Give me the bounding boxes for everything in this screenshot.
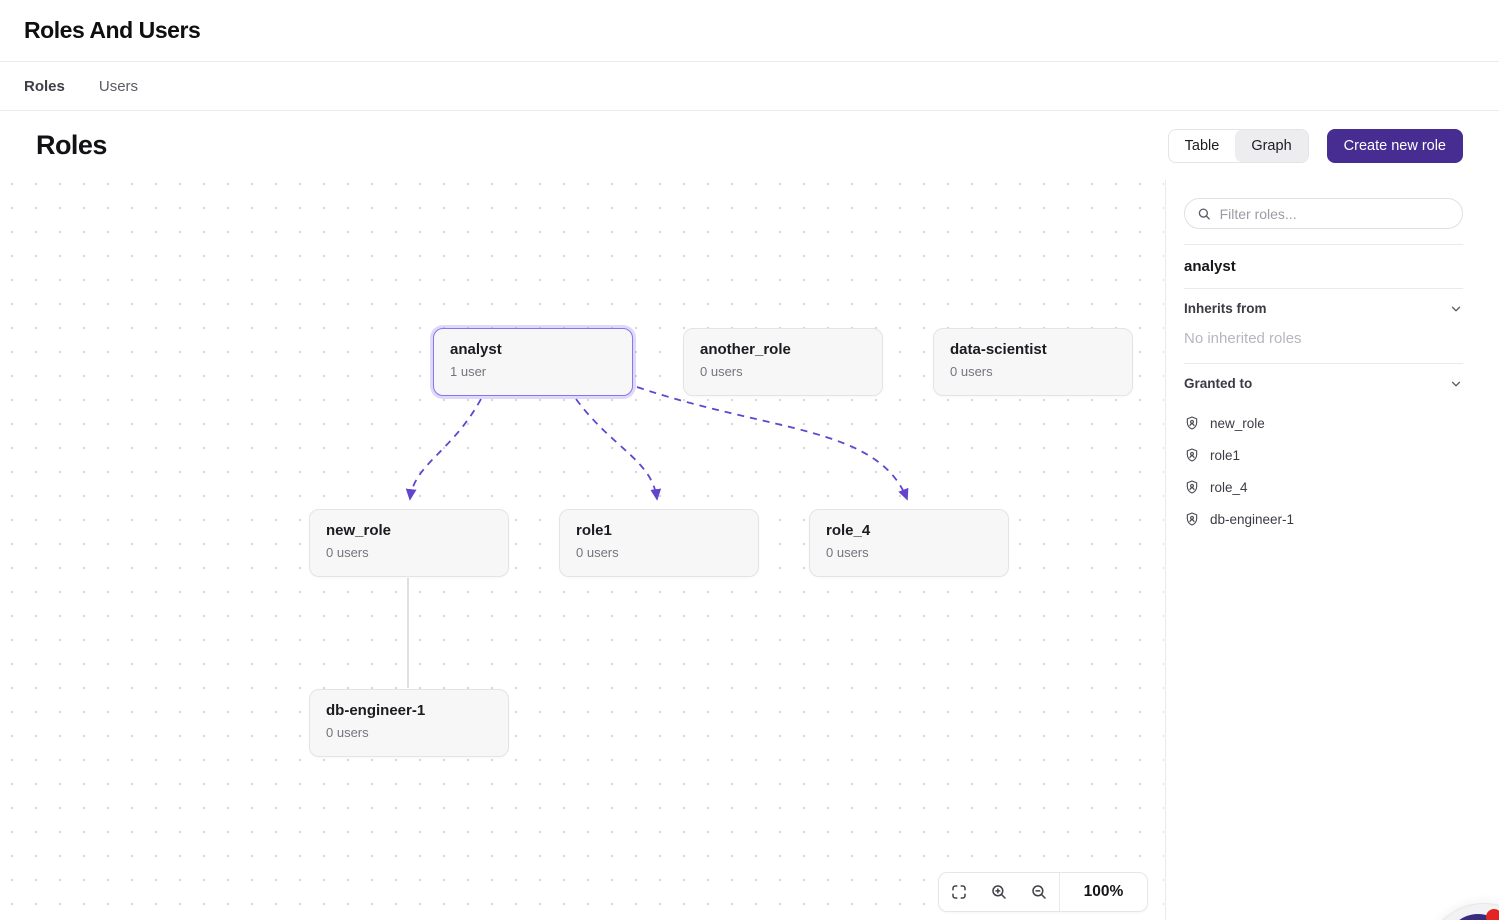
chevron-down-icon <box>1451 381 1461 386</box>
filter-section <box>1184 180 1463 245</box>
notification-dot <box>1486 909 1499 920</box>
search-icon <box>1198 207 1210 220</box>
granted-role-label: role_4 <box>1210 479 1248 495</box>
page-title: Roles <box>36 130 107 160</box>
shield-user-icon <box>1186 480 1198 494</box>
node-user-count: 0 users <box>950 364 993 379</box>
chevron-down-icon <box>1451 306 1461 311</box>
granted-to-header[interactable]: Granted to <box>1184 364 1463 401</box>
granted-role-label: role1 <box>1210 447 1241 463</box>
inherits-from-header[interactable]: Inherits from <box>1184 289 1463 326</box>
section-divider <box>1184 363 1463 364</box>
zoom-out-icon <box>1032 885 1046 899</box>
granted-role-item-role1[interactable]: role1 <box>1184 439 1463 471</box>
inherits-from-title: Inherits from <box>1184 301 1267 316</box>
graph-node-role_4[interactable]: role_4 0 users <box>809 509 1009 577</box>
shield-user-icon <box>1186 512 1198 526</box>
node-user-count: 1 user <box>450 364 487 379</box>
shield-user-icon <box>1186 448 1198 462</box>
tab-roles[interactable]: Roles <box>24 77 65 95</box>
no-inherited-roles-text: No inherited roles <box>1184 330 1302 347</box>
top-nav: Roles Users <box>0 62 1499 111</box>
filter-roles-input[interactable] <box>1219 205 1450 222</box>
app-title: Roles And Users <box>24 17 201 43</box>
zoom-in-icon <box>992 885 1006 899</box>
toolbar-actions: Table Graph Create new role <box>1167 128 1463 163</box>
create-new-role-button[interactable]: Create new role <box>1326 128 1463 163</box>
graph-node-new_role[interactable]: new_role 0 users <box>309 509 509 577</box>
graph-node-data-scientist[interactable]: data-scientist 0 users <box>933 328 1133 396</box>
node-title: db-engineer-1 <box>326 702 426 719</box>
granted-roles-list: new_role role1 role_4 db-engineer-1 <box>1184 401 1463 535</box>
help-widget-button[interactable] <box>1446 914 1499 920</box>
role-details-sidebar: analyst Inherits from No inherited roles… <box>1165 180 1499 920</box>
zoom-in-button[interactable] <box>979 873 1019 911</box>
toolbar: Roles Table Graph Create new role <box>0 111 1499 180</box>
edge-analyst-to-role1 <box>575 398 662 501</box>
node-title: role_4 <box>826 522 871 539</box>
inherits-from-section: Inherits from No inherited roles <box>1184 289 1463 363</box>
granted-role-item-db-engineer-1[interactable]: db-engineer-1 <box>1184 503 1463 535</box>
node-user-count: 0 users <box>576 545 619 560</box>
view-toggle: Table Graph <box>1167 128 1309 163</box>
granted-role-label: new_role <box>1210 415 1265 431</box>
edge-analyst-to-role_4 <box>636 386 909 501</box>
selected-role-name: analyst <box>1184 258 1236 275</box>
graph-node-db-engineer-1[interactable]: db-engineer-1 0 users <box>309 689 509 757</box>
granted-role-item-new_role[interactable]: new_role <box>1184 407 1463 439</box>
zoom-out-button[interactable] <box>1019 873 1059 911</box>
fit-view-icon <box>952 885 966 899</box>
granted-role-label: db-engineer-1 <box>1210 511 1295 527</box>
node-user-count: 0 users <box>326 545 369 560</box>
view-toggle-graph[interactable]: Graph <box>1235 129 1308 162</box>
fit-view-button[interactable] <box>939 873 979 911</box>
node-title: analyst <box>450 341 502 358</box>
graph-edges <box>405 386 909 688</box>
node-user-count: 0 users <box>326 725 369 740</box>
graph-node-analyst[interactable]: analyst 1 user <box>433 328 633 396</box>
node-user-count: 0 users <box>700 364 743 379</box>
tab-users[interactable]: Users <box>98 77 139 95</box>
filter-roles-box[interactable] <box>1184 198 1463 229</box>
zoom-panel-divider <box>1059 873 1060 911</box>
shield-user-icon <box>1186 416 1198 430</box>
node-user-count: 0 users <box>826 545 869 560</box>
node-title: role1 <box>576 522 612 539</box>
app-header: Roles And Users <box>0 0 1499 62</box>
node-title: new_role <box>326 522 392 539</box>
edge-analyst-to-new_role <box>405 398 482 501</box>
graph-node-another_role[interactable]: another_role 0 users <box>683 328 883 396</box>
node-title: another_role <box>700 341 791 358</box>
view-toggle-table[interactable]: Table <box>1168 129 1236 162</box>
node-title: data-scientist <box>950 341 1047 358</box>
graph-node-role1[interactable]: role1 0 users <box>559 509 759 577</box>
granted-to-title: Granted to <box>1184 376 1253 391</box>
granted-role-item-role_4[interactable]: role_4 <box>1184 471 1463 503</box>
zoom-level: 100% <box>1083 883 1124 900</box>
graph-zoom-controls: 100% <box>938 872 1148 912</box>
granted-to-section: Granted to new_role role1 role_4 db-enginee… <box>1184 364 1463 535</box>
selected-role-header: analyst <box>1184 245 1463 289</box>
